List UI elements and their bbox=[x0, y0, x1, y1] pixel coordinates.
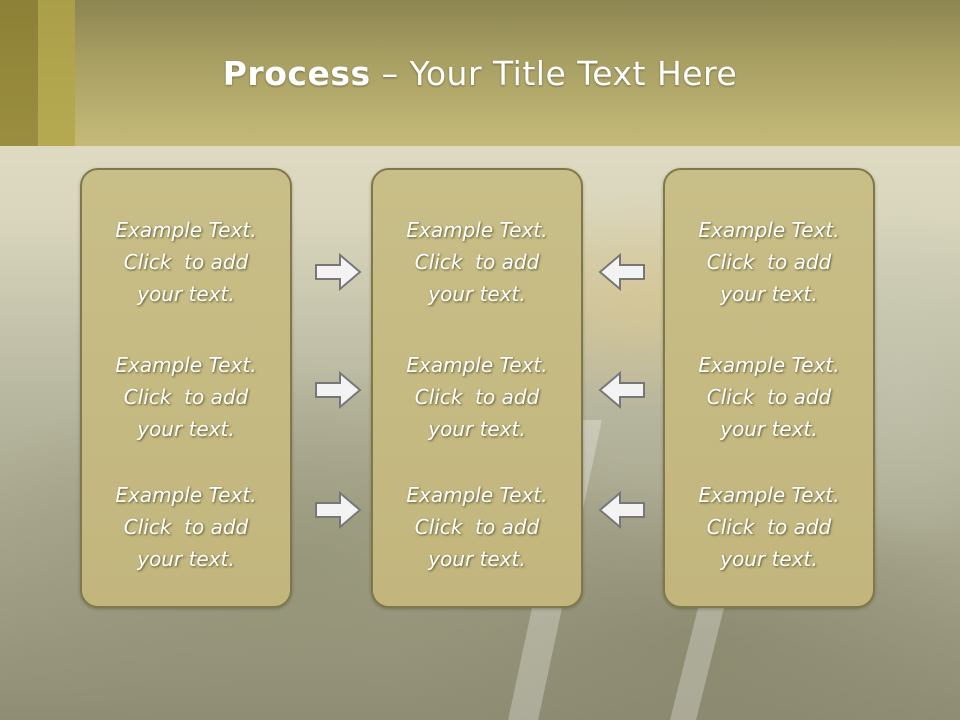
arrow-left-icon[interactable] bbox=[598, 370, 646, 410]
arrow-left-icon[interactable] bbox=[598, 252, 646, 292]
text-line: Example Text. bbox=[115, 483, 257, 507]
text-block[interactable]: Example Text. Click to add your text. bbox=[373, 479, 581, 575]
title-strong: Process bbox=[222, 54, 371, 93]
text-line: Example Text. bbox=[115, 218, 257, 242]
right-text-box[interactable]: Example Text. Click to add your text. Ex… bbox=[663, 168, 875, 608]
text-block[interactable]: Example Text. Click to add your text. bbox=[82, 479, 290, 575]
text-line: your text. bbox=[428, 282, 526, 306]
text-line: Example Text. bbox=[698, 483, 840, 507]
text-line: your text. bbox=[720, 282, 818, 306]
text-line: your text. bbox=[720, 547, 818, 571]
text-line: Click to add bbox=[706, 250, 832, 274]
text-block[interactable]: Example Text. Click to add your text. bbox=[373, 214, 581, 310]
text-line: Click to add bbox=[414, 515, 540, 539]
text-line: Click to add bbox=[123, 250, 249, 274]
text-line: Click to add bbox=[123, 515, 249, 539]
left-text-box[interactable]: Example Text. Click to add your text. Ex… bbox=[80, 168, 292, 608]
text-line: Example Text. bbox=[406, 353, 548, 377]
text-block[interactable]: Example Text. Click to add your text. bbox=[82, 349, 290, 445]
text-block[interactable]: Example Text. Click to add your text. bbox=[665, 349, 873, 445]
text-block[interactable]: Example Text. Click to add your text. bbox=[373, 349, 581, 445]
text-block[interactable]: Example Text. Click to add your text. bbox=[665, 479, 873, 575]
header-accent-bar bbox=[0, 0, 38, 146]
text-line: Click to add bbox=[706, 385, 832, 409]
arrow-left-icon[interactable] bbox=[598, 490, 646, 530]
text-line: Example Text. bbox=[406, 218, 548, 242]
text-line: Example Text. bbox=[698, 218, 840, 242]
arrow-right-icon[interactable] bbox=[314, 252, 362, 292]
header-accent-bar bbox=[38, 0, 75, 146]
text-line: Example Text. bbox=[115, 353, 257, 377]
text-block[interactable]: Example Text. Click to add your text. bbox=[665, 214, 873, 310]
text-line: your text. bbox=[137, 282, 235, 306]
text-line: your text. bbox=[137, 547, 235, 571]
text-line: Click to add bbox=[123, 385, 249, 409]
text-line: Click to add bbox=[414, 385, 540, 409]
arrow-right-icon[interactable] bbox=[314, 370, 362, 410]
text-line: your text. bbox=[137, 417, 235, 441]
center-text-box[interactable]: Example Text. Click to add your text. Ex… bbox=[371, 168, 583, 608]
text-line: your text. bbox=[428, 417, 526, 441]
slide-title[interactable]: Process – Your Title Text Here bbox=[0, 54, 960, 93]
text-line: Click to add bbox=[414, 250, 540, 274]
text-line: Example Text. bbox=[698, 353, 840, 377]
title-rest: – Your Title Text Here bbox=[370, 54, 738, 93]
text-block[interactable]: Example Text. Click to add your text. bbox=[82, 214, 290, 310]
text-line: your text. bbox=[428, 547, 526, 571]
text-line: Example Text. bbox=[406, 483, 548, 507]
arrow-right-icon[interactable] bbox=[314, 490, 362, 530]
text-line: your text. bbox=[720, 417, 818, 441]
text-line: Click to add bbox=[706, 515, 832, 539]
title-band: Process – Your Title Text Here bbox=[0, 0, 960, 146]
